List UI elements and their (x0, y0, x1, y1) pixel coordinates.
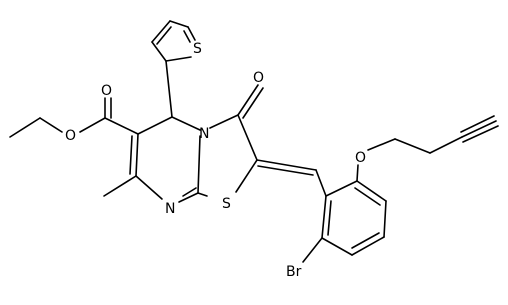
atom-label-o-carbonyl: O (253, 70, 264, 86)
ethyl-ester-group (9, 97, 139, 138)
atom-label-s-ring: S (222, 196, 231, 212)
atom-label-n-imine: N (165, 201, 175, 217)
atom-label-n-ring: N (199, 126, 209, 142)
methyl-bond (103, 175, 137, 197)
atom-label-s-thiophene: S (193, 41, 202, 57)
thiophene-ring (151, 20, 196, 62)
benzylidene-link (256, 159, 327, 197)
atom-label-o-ester-carbonyl: O (101, 83, 112, 99)
atom-label-o-ester: O (65, 128, 76, 144)
bromophenyl-ring (302, 180, 387, 263)
core-rings (129, 60, 264, 203)
atom-label-o-ether: O (355, 150, 366, 166)
propargyl-ether (356, 115, 499, 182)
atom-label-br: Br (286, 264, 302, 280)
